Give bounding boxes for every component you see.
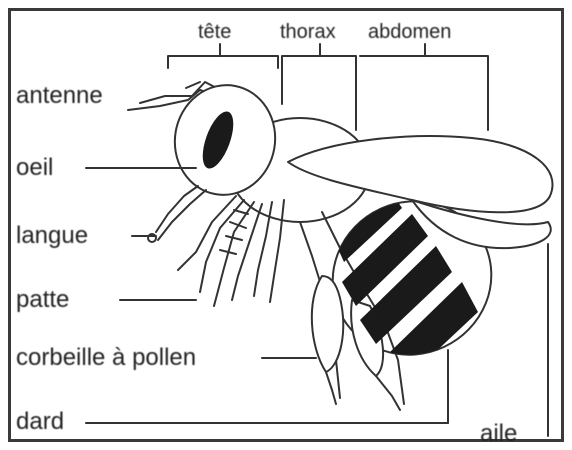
label-thorax: thorax	[280, 22, 336, 42]
label-tete: tête	[198, 22, 231, 42]
label-corbeille-a-pollen: corbeille à pollen	[16, 346, 196, 370]
label-oeil: oeil	[16, 156, 53, 180]
label-antenne: antenne	[16, 84, 103, 108]
tongue	[148, 186, 206, 242]
bracket-abdomen	[360, 56, 488, 130]
label-aile: aile	[480, 422, 517, 446]
label-langue: langue	[16, 224, 88, 248]
label-patte: patte	[16, 288, 69, 312]
label-dard: dard	[16, 410, 64, 434]
label-abdomen: abdomen	[368, 22, 451, 42]
bracket-tete	[168, 56, 278, 68]
